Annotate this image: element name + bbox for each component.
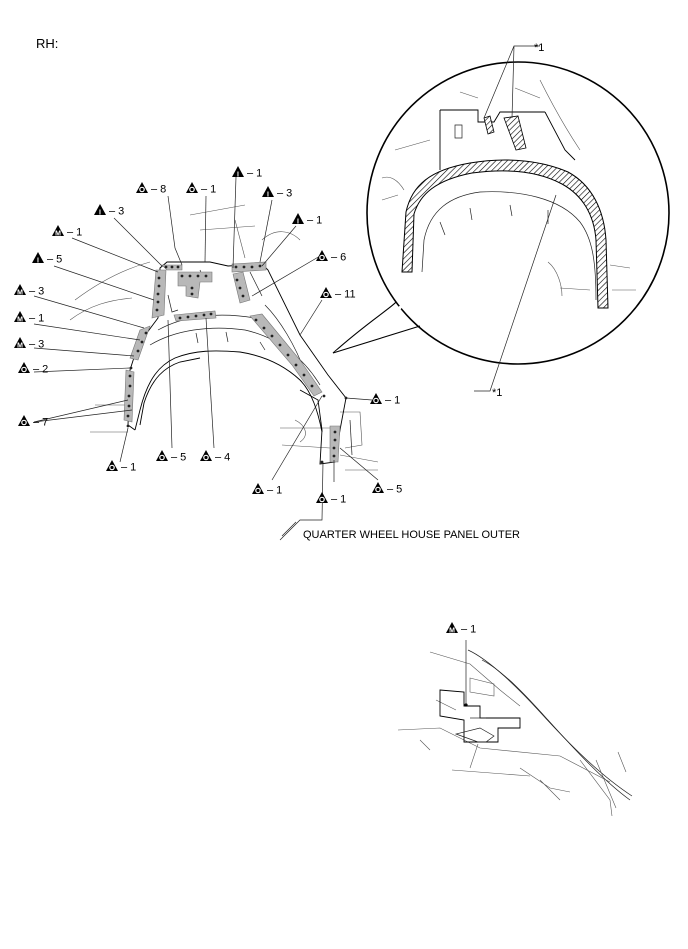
- side-label: RH:: [36, 36, 58, 51]
- leader-lines: [33, 176, 379, 541]
- callout-c22: – 5: [372, 482, 402, 496]
- callout-number: – 1: [331, 494, 346, 506]
- callout-c8: I – 5: [32, 252, 62, 266]
- callout-circle-mark-icon: [375, 486, 381, 493]
- callout-triangle-icon: [14, 337, 26, 348]
- main-panel-drawing: QUARTER WHEEL HOUSE PANEL OUTER: [33, 176, 520, 541]
- callout-number: – 6: [331, 252, 346, 264]
- callout-c12: M – 1: [14, 311, 44, 325]
- callout-number: – 11: [335, 289, 356, 301]
- callout-c15: – 1: [370, 393, 400, 407]
- callout-circle-mark-icon: [203, 454, 209, 461]
- callout-c14: – 2: [18, 362, 48, 376]
- callout-c21: – 1: [316, 492, 346, 506]
- callout-symbol-letter: I: [267, 192, 269, 199]
- callout-c1: I – 1: [232, 166, 262, 180]
- callout-c9: – 6: [316, 250, 346, 264]
- callout-symbol-letter: M: [449, 628, 455, 635]
- weld-points: [126, 264, 348, 464]
- callout-triangle-icon: [94, 204, 106, 215]
- callout-triangle-icon: [32, 252, 44, 263]
- callout-c6: M – 1: [52, 225, 82, 239]
- detail-pointer: [332, 297, 401, 354]
- callout-number: – 3: [29, 339, 44, 351]
- callout-triangle-icon: [446, 622, 458, 633]
- callout-circle-mark-icon: [189, 186, 195, 193]
- detail-note-bottom: *1: [492, 387, 502, 399]
- callout-number: – 5: [387, 484, 402, 496]
- callout-c3: – 1: [186, 182, 216, 196]
- callout-c17: – 1: [106, 460, 136, 474]
- callout-c2: – 8: [136, 182, 166, 196]
- callout-symbol-letter: I: [99, 210, 101, 217]
- detail-circle: [366, 61, 670, 365]
- callout-symbol-letter: M: [17, 290, 23, 297]
- detail-view: *1 *1: [332, 42, 670, 399]
- callout-symbol-letter: M: [17, 343, 23, 350]
- callout-circle-mark-icon: [319, 496, 325, 503]
- callout-c18: – 5: [156, 450, 186, 464]
- callout-c10: M – 3: [14, 284, 44, 298]
- weld-band-group: [123, 261, 341, 463]
- callout-number: – 1: [385, 395, 400, 407]
- callout-number: – 1: [121, 462, 136, 474]
- callout-circle-mark-icon: [159, 454, 165, 461]
- callout-number: – 5: [171, 452, 186, 464]
- callout-labels: I – 1 – 8 – 1 I – 3 I – 3 M – 1 I – 1 I – 5 – 6 M – 3 – 1…: [14, 166, 476, 636]
- callout-circle-mark-icon: [255, 487, 261, 494]
- callout-c4: I – 3: [262, 186, 292, 200]
- callout-number: – 1: [307, 215, 322, 227]
- callout-c20: – 1: [252, 483, 282, 497]
- callout-symbol-letter: I: [297, 219, 299, 226]
- part-name-label: QUARTER WHEEL HOUSE PANEL OUTER: [303, 529, 520, 541]
- callout-number: – 1: [29, 313, 44, 325]
- callout-number: – 8: [151, 184, 166, 196]
- callout-number: – 4: [215, 452, 230, 464]
- callout-c13: M – 3: [14, 337, 44, 351]
- hatched-section: [401, 159, 609, 309]
- callout-symbol-letter: I: [37, 258, 39, 265]
- callout-circle-mark-icon: [373, 397, 379, 404]
- callout-number: – 1: [461, 624, 476, 636]
- callout-triangle-icon: [232, 166, 244, 177]
- callout-triangle-icon: [52, 225, 64, 236]
- callout-c16: – 7: [18, 415, 48, 429]
- callout-c7: I – 1: [292, 213, 322, 227]
- detail-note-top: *1: [534, 42, 544, 54]
- callout-c5: I – 3: [94, 204, 124, 218]
- callout-triangle-icon: [14, 284, 26, 295]
- callout-c19: – 4: [200, 450, 230, 464]
- callout-circle-mark-icon: [21, 366, 27, 373]
- callout-number: – 1: [247, 168, 262, 180]
- callout-number: – 1: [67, 227, 82, 239]
- callout-circle-mark-icon: [319, 254, 325, 261]
- callout-number: – 2: [33, 364, 48, 376]
- callout-c11: – 11: [320, 287, 356, 301]
- callout-number: – 5: [47, 254, 62, 266]
- callout-c23: M – 1: [446, 622, 476, 636]
- callout-number: – 1: [267, 485, 282, 497]
- callout-circle-mark-icon: [139, 186, 145, 193]
- callout-circle-mark-icon: [323, 291, 329, 298]
- callout-number: – 3: [29, 286, 44, 298]
- callout-circle-mark-icon: [21, 419, 27, 426]
- callout-number: – 3: [277, 188, 292, 200]
- callout-circle-mark-icon: [109, 464, 115, 471]
- callout-triangle-icon: [262, 186, 274, 197]
- callout-symbol-letter: I: [237, 172, 239, 179]
- callout-number: – 3: [109, 206, 124, 218]
- callout-number: – 7: [33, 417, 48, 429]
- callout-triangle-icon: [14, 311, 26, 322]
- callout-symbol-letter: M: [55, 231, 61, 238]
- callout-symbol-letter: M: [17, 317, 23, 324]
- callout-triangle-icon: [292, 213, 304, 224]
- secondary-view-drawing: [397, 640, 633, 817]
- callout-number: – 1: [201, 184, 216, 196]
